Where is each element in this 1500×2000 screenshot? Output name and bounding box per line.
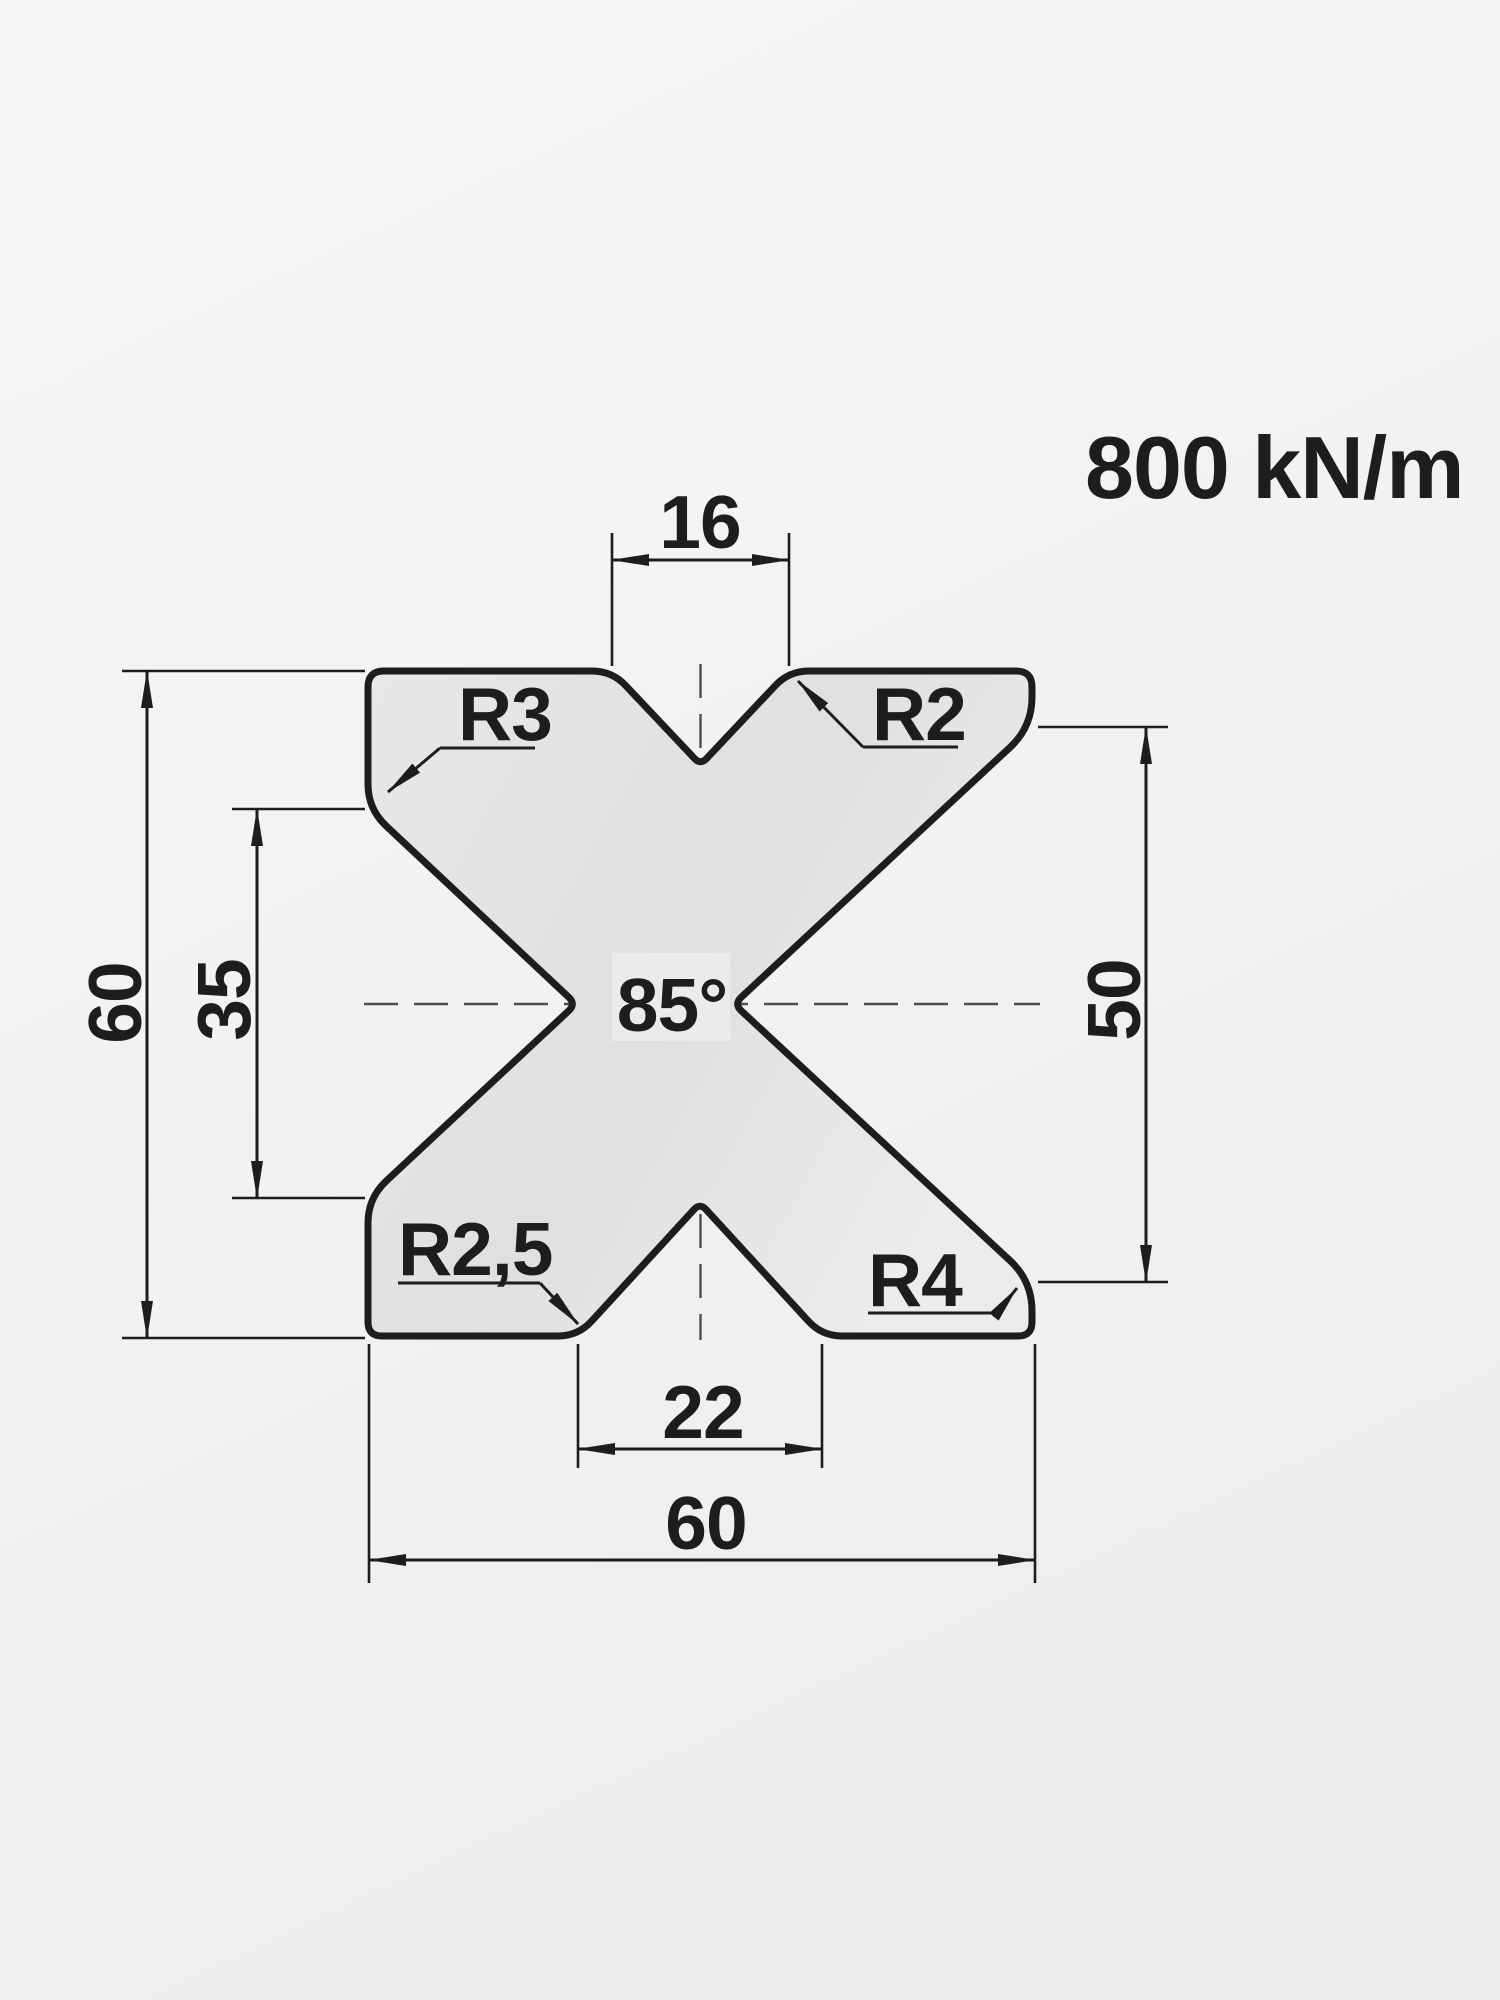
- r2-5-text: R2,5: [398, 1207, 552, 1291]
- dim-label-22: 22: [662, 1370, 743, 1454]
- angle-label-halo: [612, 953, 730, 1041]
- dim-label-50: 50: [1072, 959, 1156, 1040]
- dimension-top-v-width: 16: [610, 480, 791, 666]
- dimension-body-height: 60: [73, 669, 365, 1340]
- dim-label-35: 35: [182, 959, 266, 1040]
- radius-label-r2: R2: [796, 672, 967, 756]
- load-rating-label: 800 kN/m: [1085, 418, 1463, 517]
- angle-label-group: 85°: [612, 953, 730, 1047]
- r2-text: R2: [872, 672, 966, 756]
- dim-label-60-height: 60: [73, 962, 157, 1043]
- r4-text: R4: [868, 1238, 963, 1322]
- dim-label-60-width: 60: [665, 1481, 746, 1565]
- radius-label-r4: R4: [868, 1238, 1019, 1322]
- r3-text: R3: [458, 672, 552, 756]
- dimension-body-width: 60: [367, 1344, 1037, 1583]
- dimension-left-v-width: 35: [182, 807, 365, 1200]
- angle-label: 85°: [617, 963, 727, 1047]
- radius-label-r2-5: R2,5: [398, 1207, 580, 1326]
- dimension-right-v-width: 50: [1038, 725, 1168, 1284]
- dim-label-16: 16: [659, 480, 740, 564]
- radius-label-r3: R3: [387, 672, 553, 794]
- dimension-bottom-v-width: 22: [576, 1344, 824, 1468]
